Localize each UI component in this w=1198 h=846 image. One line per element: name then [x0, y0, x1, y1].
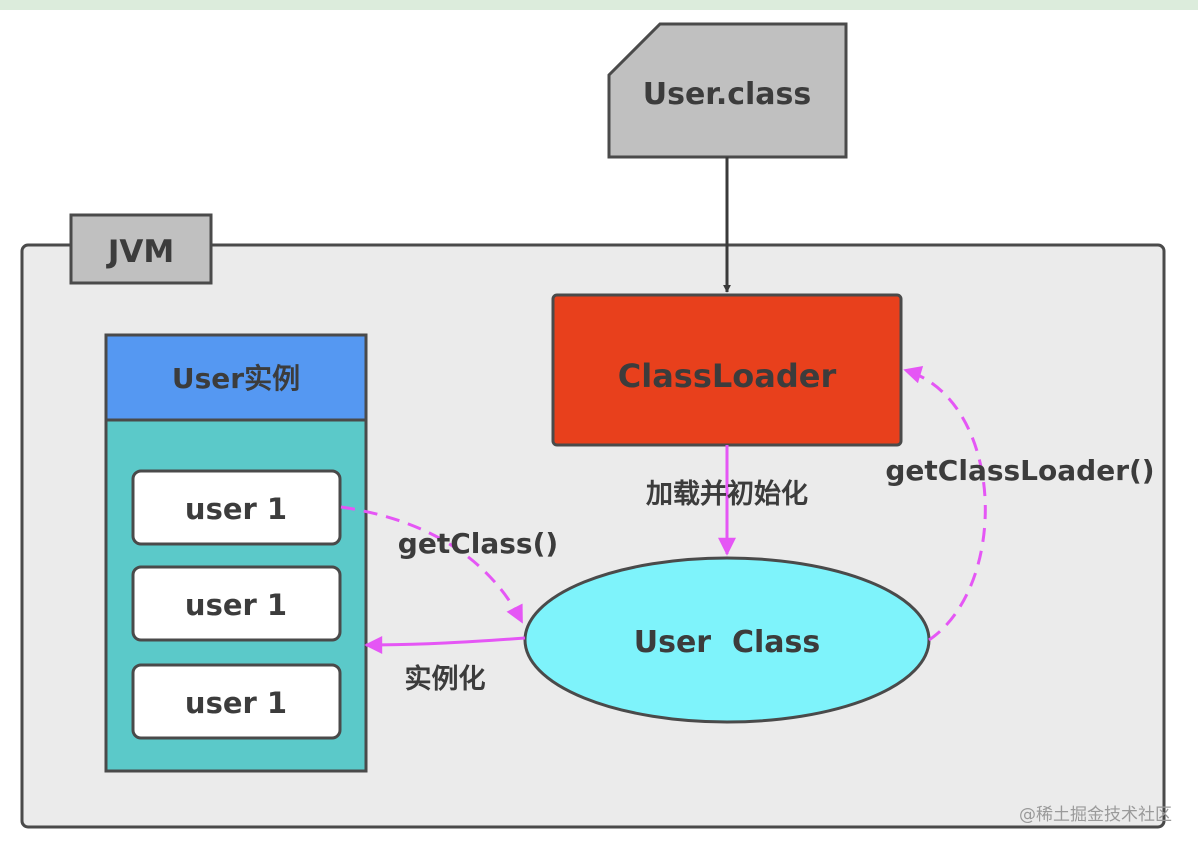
instance-box-3 — [131, 663, 342, 740]
watermark: @稀土掘金技术社区 — [1019, 805, 1172, 825]
get-class-loader-arrow — [903, 366, 987, 642]
instance-label-2: user 1 — [185, 588, 287, 622]
user-class-label: User Class — [634, 625, 821, 660]
class-file-label: User.class — [643, 77, 812, 112]
instance-box-1 — [131, 469, 342, 546]
instance-label-1: user 1 — [185, 492, 287, 526]
jvm-label: JVM — [106, 234, 174, 270]
get-class-label: getClass() — [398, 527, 558, 560]
instances-header — [104, 333, 368, 422]
load-init-label: 加载并初始化 — [646, 478, 808, 510]
jvm-tab — [69, 213, 213, 285]
instantiate-label: 实例化 — [405, 663, 486, 695]
instance-box-2 — [131, 565, 342, 642]
instance-label-3: user 1 — [185, 686, 287, 720]
get-class-loader-label: getClassLoader() — [885, 454, 1154, 487]
instances-title: User实例 — [172, 362, 300, 395]
instantiate-arrow — [364, 635, 526, 654]
get-class-arrow — [340, 505, 524, 624]
top-band — [0, 0, 1198, 10]
class-loader-label: ClassLoader — [618, 357, 837, 395]
